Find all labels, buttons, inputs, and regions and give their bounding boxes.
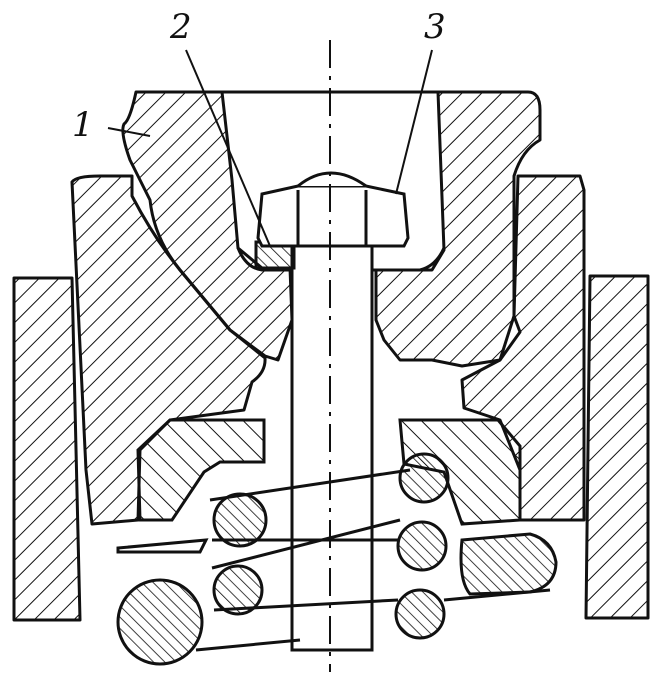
housing-wall-right [584,274,650,620]
leader-line-3 [395,49,433,195]
spring-coil [394,588,446,640]
spring-wire [209,468,411,502]
spring-coil-end-right [459,532,558,596]
callout-label-3: 3 [424,7,446,47]
rotator-body-left [121,90,294,362]
rotator-body-right [374,90,542,368]
callout-label-1: 1 [72,105,94,145]
spring-coil [396,520,448,572]
spring-wire [211,518,401,570]
leader-line-1 [107,127,151,137]
spring-coil [398,452,450,504]
spring-coil [212,492,268,548]
spring-wire [443,588,551,602]
spring-coil-large [116,578,204,666]
callout-label-2: 2 [170,7,192,47]
cylinder-head-right [460,174,586,522]
valve-stem [290,238,374,652]
spring-wire [213,598,399,612]
spring-coil [212,564,264,616]
housing-wall-left [12,276,82,622]
nut [256,184,410,248]
spring-wire [116,538,209,554]
spring-wire [195,638,301,652]
nut-dome [297,171,367,188]
leader-line-2 [185,49,271,247]
spring-retainer-left [136,418,266,522]
